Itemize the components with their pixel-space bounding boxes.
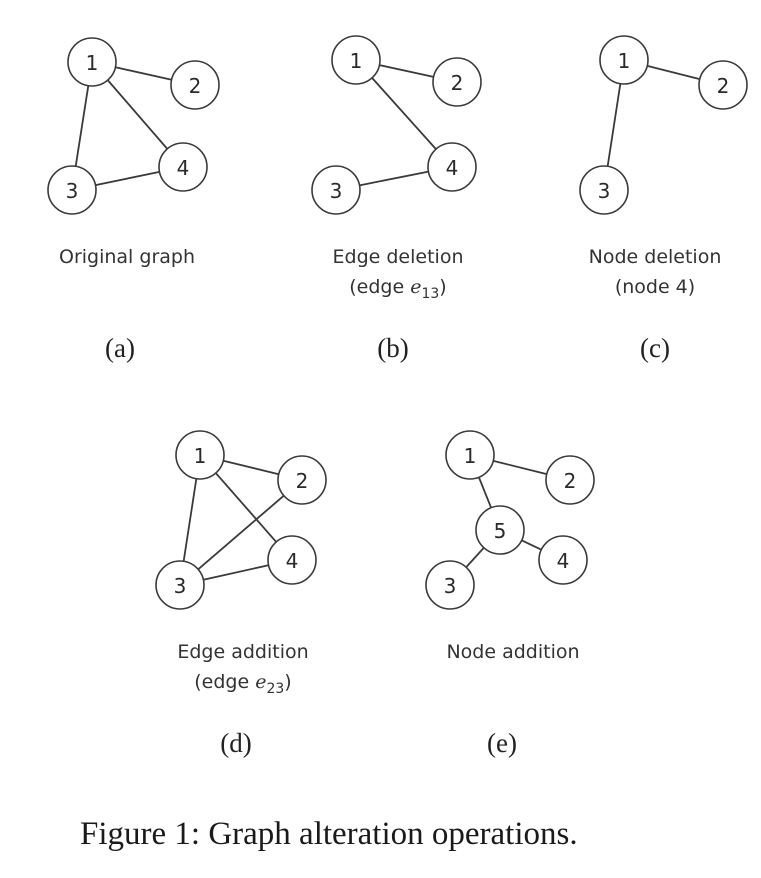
node-label-d-3: 3 [174,574,187,598]
node-a-2 [170,60,220,110]
node-a-4 [158,142,208,192]
caption-b-title: Edge deletion [332,246,464,268]
caption-e-title: Node addition [446,641,580,663]
edge-d-1-2 [223,459,279,476]
caption-d-subtitle-suffix: ) [284,671,292,693]
node-label-a-2: 2 [189,74,202,98]
node-e-2 [545,455,595,505]
graph-panel-c: 1 2 3 [579,35,748,215]
node-d-4 [267,535,317,585]
edge-e-1-5 [478,476,492,509]
node-label-c-2: 2 [717,74,730,98]
edge-a-1-2 [115,66,172,81]
node-a-1 [67,37,117,87]
edge-b-3-4 [359,170,429,187]
caption-e: Node addition [446,637,579,667]
node-b-3 [311,165,361,215]
node-label-c-3: 3 [598,179,611,203]
graph-panel-d: 1 2 3 4 [155,430,327,610]
node-label-e-4: 4 [557,549,570,573]
caption-c-subtitle: (node 4) [614,276,696,298]
node-label-e-1: 1 [464,444,477,468]
edge-e-5-4 [521,539,542,551]
edge-a-3-4 [95,170,160,187]
node-label-b-1: 1 [350,49,363,73]
caption-a: Original graph [59,242,195,272]
node-a-3 [47,165,97,215]
node-d-1 [175,430,225,480]
node-label-e-5: 5 [494,519,507,543]
node-e-4 [538,535,588,585]
figure-caption: Figure 1: Graph alteration operations. [80,816,578,852]
node-label-a-3: 3 [66,179,79,203]
node-label-b-4: 4 [446,156,459,180]
node-e-5 [475,505,525,555]
caption-d-var: e [255,671,267,693]
node-b-2 [432,57,482,107]
caption-b-subtitle: (edge e13) [333,272,464,309]
graph-panel-e: 1 2 3 4 5 [425,430,595,610]
caption-b-subtitle-prefix: (edge [349,276,411,298]
edge-d-3-4 [203,564,269,581]
panel-label-e: (e) [487,728,517,758]
caption-a-title: Original graph [58,246,196,268]
caption-d-title: Edge addition [177,641,309,663]
caption-b-var: e [410,276,422,298]
caption-b-subtitle-suffix: ) [439,276,447,298]
panel-label-d: (d) [220,728,252,758]
caption-d-subtitle-prefix: (edge [194,671,256,693]
graph-panel-b: 1 2 3 4 [311,35,482,215]
edge-c-1-3 [606,83,622,167]
node-label-a-1: 1 [86,51,99,75]
edge-b-1-4 [371,77,437,150]
graph-panel-a: 1 2 3 4 [47,37,220,215]
panel-label-b: (b) [377,333,409,363]
node-b-4 [427,142,477,192]
node-d-3 [155,560,205,610]
panel-label-c: (c) [640,333,670,363]
node-label-d-4: 4 [286,549,299,573]
node-label-a-4: 4 [177,156,190,180]
edge-e-1-2 [493,459,547,476]
node-e-3 [425,560,475,610]
caption-c: Node deletion (node 4) [589,242,722,302]
edge-a-1-3 [74,85,90,167]
node-c-1 [599,35,649,85]
edge-d-2-3 [197,494,285,571]
caption-d: Edge addition (edge e23) [177,637,308,704]
caption-b: Edge deletion (edge e13) [333,242,464,309]
node-b-1 [331,35,381,85]
node-label-c-1: 1 [618,49,631,73]
node-label-b-3: 3 [330,179,343,203]
node-e-1 [445,430,495,480]
node-d-2 [277,455,327,505]
panel-label-a: (a) [105,333,135,363]
edge-d-1-4 [215,472,277,543]
node-label-d-2: 2 [296,469,309,493]
edge-e-5-3 [465,547,485,568]
node-label-b-2: 2 [451,71,464,95]
edge-d-1-3 [182,478,198,562]
node-label-e-2: 2 [564,469,577,493]
caption-c-title: Node deletion [588,246,722,268]
node-c-2 [698,60,748,110]
edge-a-1-4 [107,79,168,150]
caption-d-subtitle: (edge e23) [177,667,308,704]
caption-d-subscript: 23 [266,680,285,697]
caption-b-subscript: 13 [421,285,440,302]
node-label-d-1: 1 [194,444,207,468]
edge-b-1-2 [379,64,434,78]
node-c-3 [579,165,629,215]
node-label-e-3: 3 [444,574,457,598]
edge-c-1-2 [647,65,700,80]
